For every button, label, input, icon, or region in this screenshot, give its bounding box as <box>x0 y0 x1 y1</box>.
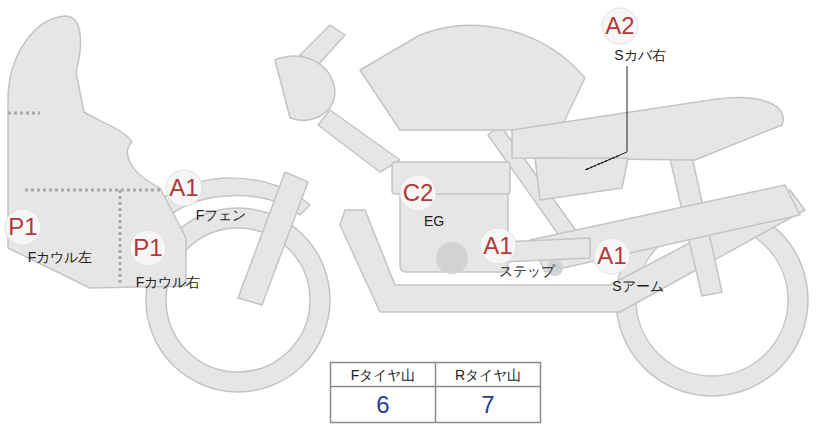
leader-line <box>585 156 618 170</box>
seat <box>512 98 783 160</box>
callout-number: A1 <box>483 234 512 258</box>
table-cell: 6 <box>376 393 389 417</box>
cowl-division <box>25 189 162 192</box>
part-name: EG <box>424 214 444 228</box>
table-header: Fタイヤ山 <box>351 368 416 382</box>
callout-disc <box>594 238 630 274</box>
fuel-tank <box>360 25 585 130</box>
frame-tube <box>318 110 400 172</box>
side-cover <box>535 158 628 200</box>
callout-disc <box>602 8 638 44</box>
table-frame <box>331 363 541 423</box>
callout-number: A1 <box>169 176 198 200</box>
table-header: Rタイヤ山 <box>455 368 521 382</box>
front-rim <box>166 228 310 372</box>
part-name: Fフェン <box>196 208 247 222</box>
part-name: Sアーム <box>612 279 663 293</box>
table-cell: 7 <box>481 393 494 417</box>
part-name: Sカバ右 <box>614 48 665 62</box>
callout-number: A2 <box>605 14 634 38</box>
part-name: Fカウル左 <box>28 250 93 264</box>
part-name: ステップ <box>499 264 555 278</box>
engine-cover <box>436 242 468 274</box>
part-name: Fカウル右 <box>136 275 201 289</box>
cowl-division <box>119 190 122 286</box>
callout-disc <box>5 209 41 245</box>
callout-number: A1 <box>597 244 626 268</box>
front-fork <box>238 172 308 305</box>
table-rule <box>435 362 437 423</box>
step <box>505 238 590 262</box>
cowl-division <box>8 112 40 115</box>
callout-number: C2 <box>403 181 434 205</box>
callout-disc <box>480 228 516 264</box>
callout-disc <box>400 175 436 211</box>
headlight <box>275 56 335 120</box>
callout-disc <box>166 170 202 206</box>
front-cowl <box>8 16 186 288</box>
callout-disc <box>130 230 166 266</box>
tire-table <box>330 362 541 423</box>
callout-number: P1 <box>133 236 162 260</box>
callout-number: P1 <box>8 215 37 239</box>
leader-line <box>585 66 627 170</box>
